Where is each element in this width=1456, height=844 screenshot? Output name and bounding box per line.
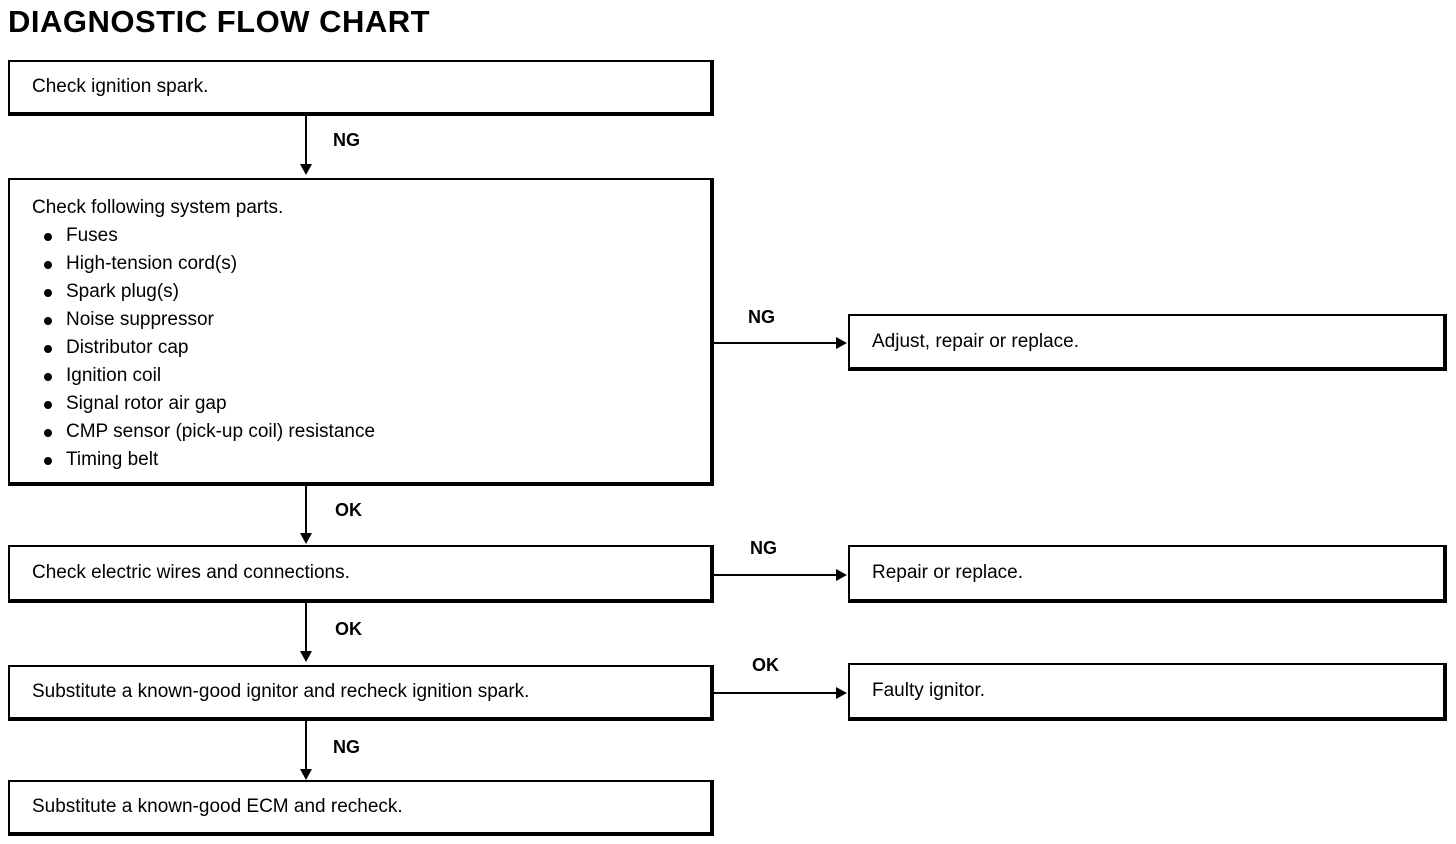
list-item: Spark plug(s) [44, 278, 710, 306]
list-item: Ignition coil [44, 362, 710, 390]
list-item: High-tension cord(s) [44, 250, 710, 278]
list-item: Noise suppressor [44, 306, 710, 334]
node-substitute-ecm: Substitute a known-good ECM and recheck. [8, 780, 714, 836]
arrow-wires-to-ignitor [300, 651, 312, 662]
arrow-wires-to-repair [836, 569, 847, 581]
node-check-electric-wires: Check electric wires and connections. [8, 545, 714, 603]
node-check-ignition-spark: Check ignition spark. [8, 60, 714, 116]
connector-ignitor-to-faulty [714, 692, 838, 694]
node-adjust-repair-or-replace: Adjust, repair or replace. [848, 314, 1447, 371]
page-title: DIAGNOSTIC FLOW CHART [8, 4, 431, 39]
node-substitute-ignitor-label: Substitute a known-good ignitor and rech… [32, 681, 530, 702]
node-adjust-repair-or-replace-label: Adjust, repair or replace. [872, 330, 1079, 352]
arrow-ignitor-to-ecm [300, 769, 312, 780]
list-item: Signal rotor air gap [44, 390, 710, 418]
edge-label-ignitor-to-faulty: OK [752, 655, 779, 675]
list-item: Timing belt [44, 446, 710, 474]
node-check-system-parts-heading: Check following system parts. [32, 197, 284, 218]
connector-parts-to-wires [305, 486, 307, 533]
arrow-ignitor-to-faulty [836, 687, 847, 699]
node-repair-or-replace-label: Repair or replace. [872, 562, 1024, 583]
edge-label-wires-to-ignitor: OK [335, 619, 362, 639]
system-parts-list: Fuses High-tension cord(s) Spark plug(s)… [10, 222, 710, 474]
connector-parts-to-adjust [714, 342, 838, 344]
list-item: Fuses [44, 222, 710, 250]
node-substitute-ignitor: Substitute a known-good ignitor and rech… [8, 665, 714, 721]
node-faulty-ignitor: Faulty ignitor. [848, 663, 1447, 721]
arrow-spark-to-parts [300, 164, 312, 175]
edge-label-parts-to-wires: OK [335, 500, 362, 520]
connector-wires-to-ignitor [305, 603, 307, 651]
node-substitute-ecm-label: Substitute a known-good ECM and recheck. [32, 796, 403, 817]
node-check-ignition-spark-label: Check ignition spark. [32, 76, 209, 97]
edge-label-spark-to-parts: NG [333, 130, 360, 150]
connector-spark-to-parts [305, 116, 307, 164]
node-check-system-parts: Check following system parts. Fuses High… [8, 178, 714, 486]
node-repair-or-replace: Repair or replace. [848, 545, 1447, 603]
arrow-parts-to-adjust [836, 337, 847, 349]
edge-label-parts-to-adjust: NG [748, 307, 775, 327]
node-faulty-ignitor-label: Faulty ignitor. [872, 680, 985, 701]
edge-label-wires-to-repair: NG [750, 538, 777, 558]
list-item: CMP sensor (pick-up coil) resistance [44, 418, 710, 446]
arrow-parts-to-wires [300, 533, 312, 544]
list-item: Distributor cap [44, 334, 710, 362]
connector-wires-to-repair [714, 574, 838, 576]
edge-label-ignitor-to-ecm: NG [333, 737, 360, 757]
node-check-electric-wires-label: Check electric wires and connections. [32, 562, 350, 583]
connector-ignitor-to-ecm [305, 721, 307, 769]
